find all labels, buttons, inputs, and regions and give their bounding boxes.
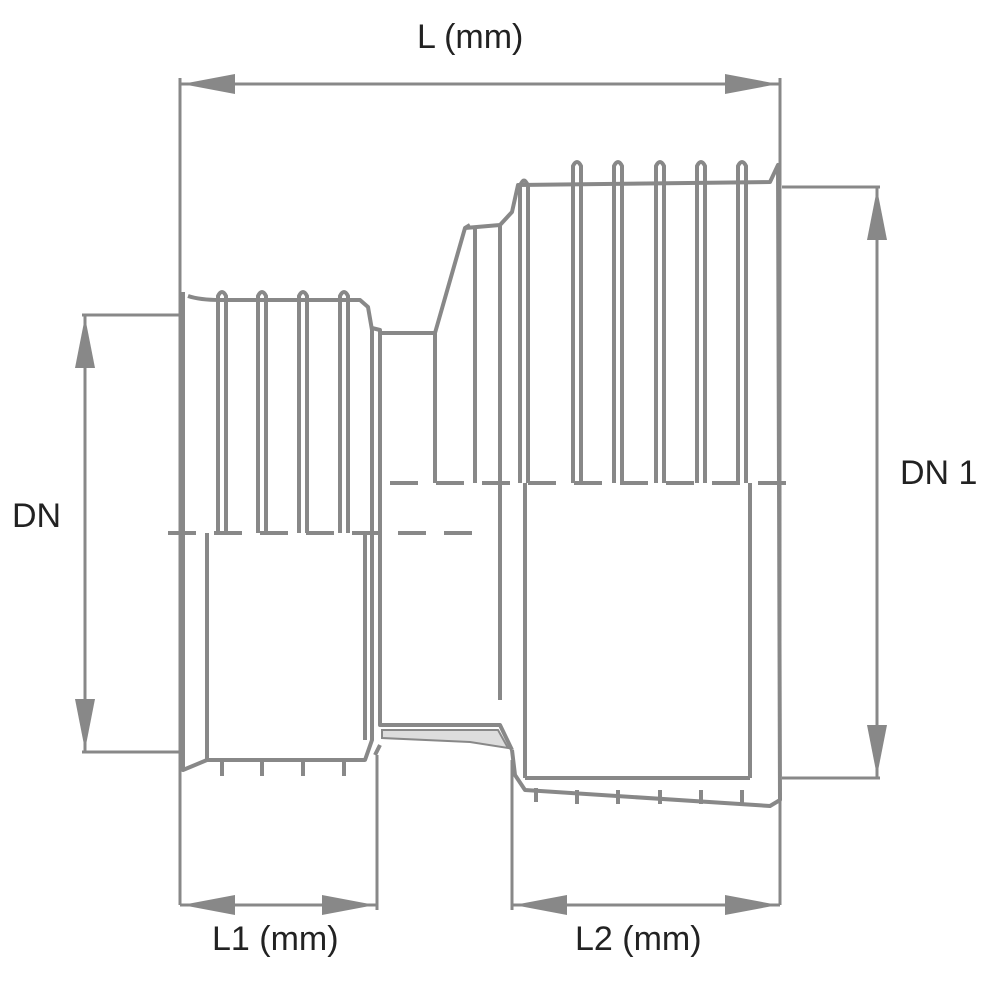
label-l1: L1 (mm) [212,920,339,958]
label-dn: DN [12,497,62,535]
dimension-dn1 [782,185,887,780]
small-socket [168,290,472,776]
label-overall-length: L (mm) [417,18,524,56]
dimension-dn [75,313,180,754]
label-dn1: DN 1 [900,454,978,492]
dimension-l [178,74,782,905]
small-socket-ribs [216,290,350,776]
reducer-neck [371,223,800,756]
large-socket [464,160,782,808]
large-socket-ribs [518,160,748,804]
dimension-l2 [510,760,780,915]
label-l2: L2 (mm) [575,920,702,958]
dimension-l1 [180,755,379,915]
